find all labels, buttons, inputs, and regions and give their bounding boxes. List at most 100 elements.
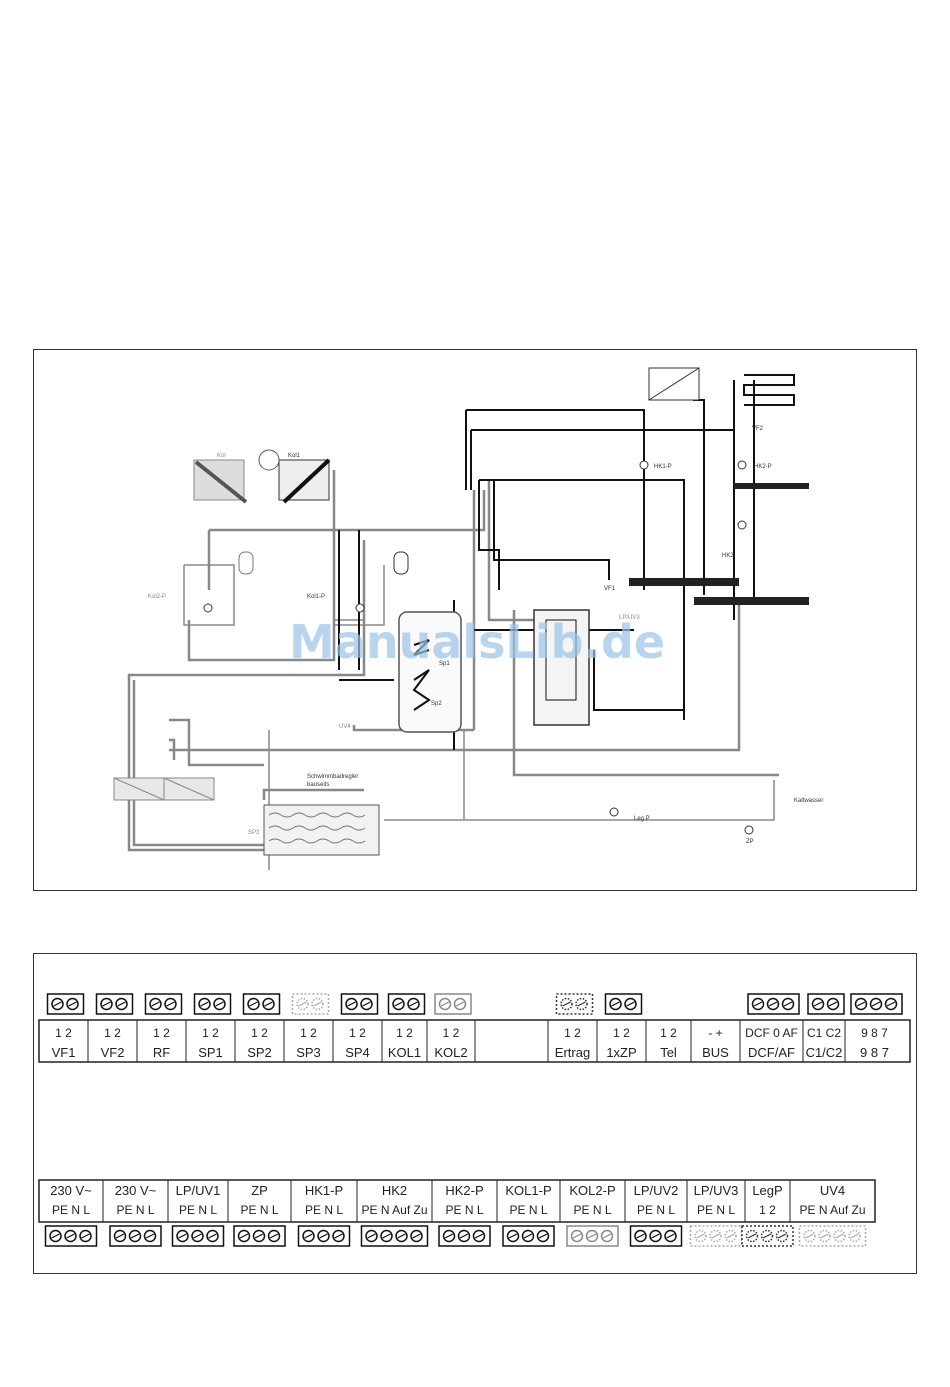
storage-tank [398, 611, 462, 733]
terminal-bottom-pins: PE N L [509, 1203, 547, 1217]
terminal-top-label: VF1 [52, 1045, 76, 1060]
screw-terminal-block [44, 1225, 98, 1247]
terminal-bottom-label: LP/UV1 [176, 1183, 221, 1198]
terminal-top-label: SP1 [198, 1045, 223, 1060]
screw-terminal-block [747, 993, 800, 1015]
terminal-bottom-pins: PE N L [573, 1203, 611, 1217]
screw-terminal-block [297, 1225, 351, 1247]
terminal-top-label: Tel [660, 1045, 677, 1060]
label-sp1: Sp1 [439, 661, 450, 667]
terminal-bottom-label: LP/UV2 [634, 1183, 679, 1198]
screw-terminal-block [438, 1225, 491, 1247]
screw-terminal-block [798, 1225, 867, 1247]
terminal-top-pins: 1 2 [613, 1026, 630, 1040]
screw-terminal-block [340, 993, 379, 1015]
screw-terminal-block [291, 993, 330, 1015]
terminal-bottom-pins: PE N L [637, 1203, 675, 1217]
screw-terminal-block [95, 993, 134, 1015]
terminal-top-pins: 1 2 [349, 1026, 366, 1040]
terminal-top-pins: 9 8 7 [861, 1026, 888, 1040]
terminal-bottom-pins: PE N L [240, 1203, 278, 1217]
terminal-bottom-pins: PE N L [179, 1203, 217, 1217]
label-sp3: SP3 [248, 830, 260, 836]
bottom-terminal-strip [38, 1179, 876, 1223]
label-uv4: UV4 [339, 724, 351, 730]
terminal-bottom-label: HK2-P [445, 1183, 483, 1198]
terminal-bottom-pins: PE N L [697, 1203, 735, 1217]
terminal-bottom-label: HK2 [382, 1183, 407, 1198]
watermark: ManualsLib.de [289, 615, 665, 669]
screw-terminal-block [566, 1225, 619, 1247]
terminal-top-label: DCF/AF [748, 1045, 795, 1060]
screw-terminal-block [171, 1225, 225, 1247]
terminal-bottom-pins: PE N L [116, 1203, 154, 1217]
screw-terminal-block [193, 993, 232, 1015]
screw-terminal-block [360, 1225, 429, 1247]
screw-terminal-block [689, 1225, 743, 1247]
terminal-top-pins: 1 2 [443, 1026, 460, 1040]
label-kol1: Kol1 [288, 453, 301, 459]
label-bauseits: bauseits [307, 782, 329, 788]
terminal-bottom-label: ZP [251, 1183, 268, 1198]
terminal-bottom-pins: PE N Auf Zu [799, 1203, 865, 1217]
label-sp2: Sp2 [431, 701, 442, 707]
label-schwimmbadregler: Schwimmbadregler [307, 774, 358, 780]
terminal-top-label: VF2 [101, 1045, 125, 1060]
terminal-top-label: SP3 [296, 1045, 321, 1060]
schematic-drawing: Kol Kol1 Kol1-P Kol2-P Sp1 Sp2 UV4 SP3 V… [113, 367, 823, 870]
terminal-bottom-label: HK1-P [305, 1183, 343, 1198]
screw-terminal-block [233, 1225, 286, 1247]
screw-terminal-block [502, 1225, 555, 1247]
screw-terminal-block [555, 993, 594, 1015]
label-kol1p: Kol1-P [307, 594, 325, 600]
screw-terminal-block [242, 993, 281, 1015]
terminal-top-pins: - + [708, 1026, 722, 1040]
terminal-bottom-pins: PE N L [445, 1203, 483, 1217]
terminal-top-pins: C1 C2 [807, 1026, 841, 1040]
screw-terminal-block [604, 993, 643, 1015]
sun-icon [258, 449, 280, 471]
terminal-bottom-pins: PE N L [52, 1203, 90, 1217]
screw-terminal-block [109, 1225, 162, 1247]
label-hk1p: HK1-P [654, 464, 672, 470]
label-legp: Leg P [634, 816, 650, 822]
terminal-bottom-label: UV4 [820, 1183, 845, 1198]
terminal-top-pins: 1 2 [300, 1026, 317, 1040]
terminal-bottom-pins: PE N L [305, 1203, 343, 1217]
terminal-top-label: SP4 [345, 1045, 370, 1060]
terminal-drawing: 1 2 VF1 1 2 VF2 1 2 RF 1 2 SP1 1 2 SP2 1 2 SP3 1 2 SP… [38, 993, 911, 1247]
terminal-top-pins: 1 2 [564, 1026, 581, 1040]
label-lpuv3: LP/UV3 [619, 615, 640, 621]
terminal-top-label: KOL1 [388, 1045, 421, 1060]
terminal-top-label: RF [153, 1045, 170, 1060]
terminal-top-pins: 1 2 [251, 1026, 268, 1040]
terminal-top-label: KOL2 [434, 1045, 467, 1060]
boiler [533, 609, 590, 726]
terminal-top-label: 1xZP [606, 1045, 636, 1060]
label-hk2p: HK2-P [754, 464, 772, 470]
distribution-bar-2 [694, 597, 809, 605]
screw-terminal-block [629, 1225, 683, 1247]
label-hk2: HK2 [722, 553, 734, 559]
screw-terminal-block [434, 993, 472, 1015]
terminal-top-pins: 1 2 [55, 1026, 72, 1040]
terminal-top-label: 9 8 7 [860, 1045, 889, 1060]
label-kol: Kol [217, 453, 226, 459]
label-zp: ZP [746, 839, 754, 845]
hydraulic-schematic: Kol Kol1 Kol1-P Kol2-P Sp1 Sp2 UV4 SP3 V… [33, 349, 917, 891]
terminal-bottom-pins: 1 2 [759, 1203, 776, 1217]
terminal-bottom-pins: PE N Auf Zu [361, 1203, 427, 1217]
terminal-panel: 1 2 VF1 1 2 VF2 1 2 RF 1 2 SP1 1 2 SP2 1 2 SP3 1 2 SP… [33, 953, 917, 1274]
distribution-bar-1 [629, 578, 739, 586]
screw-terminal-block [387, 993, 426, 1015]
screw-terminal-block [807, 993, 845, 1015]
terminal-top-pins: 1 2 [153, 1026, 170, 1040]
terminal-top-label: C1/C2 [806, 1045, 843, 1060]
terminal-top-label: SP2 [247, 1045, 272, 1060]
label-vf1: VF1 [604, 586, 616, 592]
terminal-bottom-label: KOL1-P [505, 1183, 551, 1198]
label-vf2: VF2 [752, 426, 764, 432]
terminal-bottom-label: 230 V~ [50, 1183, 92, 1198]
terminal-top-pins: 1 2 [202, 1026, 219, 1040]
terminal-top-label: Ertrag [555, 1045, 590, 1060]
